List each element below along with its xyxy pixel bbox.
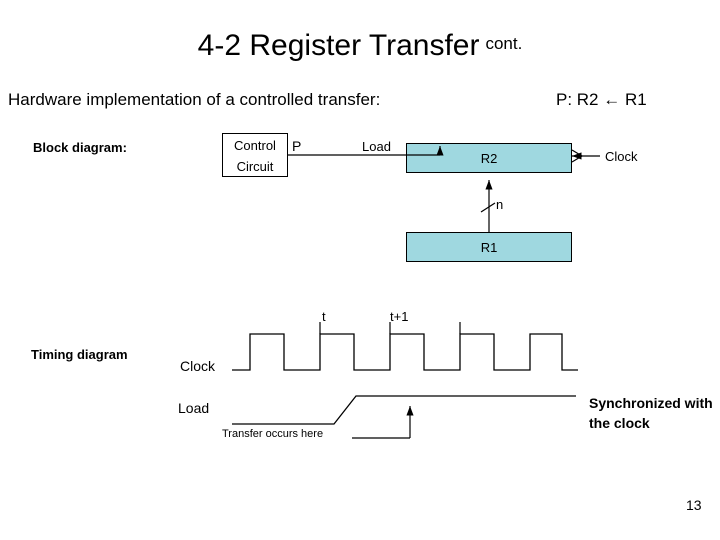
transfer-expression: P: R2 ← R1: [556, 90, 647, 109]
timing-edge-markers: [319, 322, 391, 334]
clock-waveform: [232, 333, 578, 371]
transfer-arrow: [352, 406, 414, 439]
clock-input-label: Clock: [605, 149, 638, 164]
time-t-plus-1-label: t+1: [390, 309, 409, 324]
page-title-cont: cont.: [485, 34, 523, 53]
time-t-label: t: [322, 309, 326, 324]
register-r2-box: R2: [406, 143, 572, 173]
wire-control-to-r2-load: [288, 146, 444, 156]
page-number: 13: [686, 497, 702, 513]
register-r1-box: R1: [406, 232, 572, 262]
page-title-main: 4-2 Register Transfer: [197, 29, 480, 62]
control-circuit-line1: Control: [234, 138, 276, 153]
control-circuit-box: Control Circuit: [222, 133, 288, 177]
load-waveform-label: Load: [178, 400, 210, 416]
clock-waveform-label: Clock: [180, 358, 216, 374]
transfer-occurs-note: Transfer occurs here: [222, 428, 324, 440]
control-circuit-line2: Circuit: [236, 159, 274, 174]
wire-r1-to-r2-bus: [480, 180, 496, 232]
wire-clock-to-r2: [571, 149, 600, 163]
load-waveform: [232, 395, 576, 425]
p-signal-label: P: [292, 138, 302, 154]
timing-diagram-label: Timing diagram: [31, 347, 128, 362]
page-title: 4-2 Register Transfer cont.: [0, 26, 720, 64]
block-diagram-label: Block diagram:: [33, 140, 127, 155]
synchronized-note: Synchronized with the clock: [589, 395, 713, 431]
bus-width-label: n: [496, 197, 504, 212]
load-signal-label: Load: [362, 139, 391, 154]
subtitle-text: Hardware implementation of a controlled …: [8, 90, 381, 109]
